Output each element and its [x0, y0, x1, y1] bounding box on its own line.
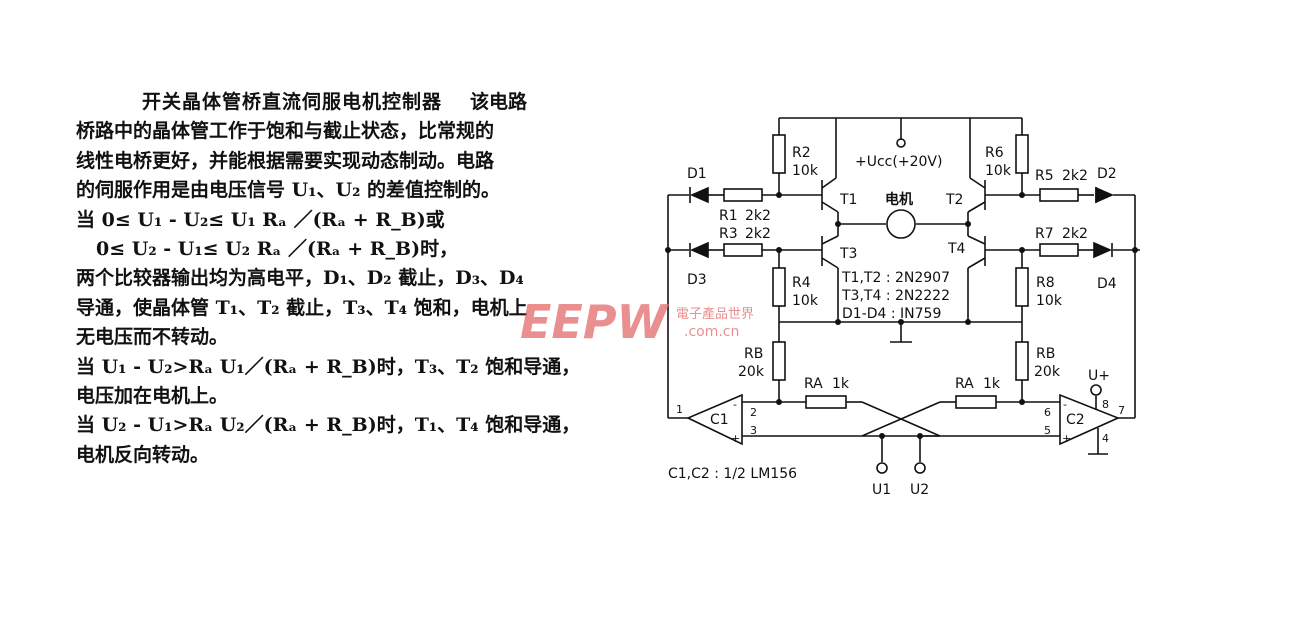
article-line: 两个比较器输出均为高电平，D₁、D₂ 截止，D₃、D₄: [76, 267, 524, 290]
diode-d3: [690, 241, 709, 259]
label-r5: R5: [1035, 168, 1054, 184]
watermark-url: .com.cn: [684, 324, 739, 340]
pin-labels: 1 2 3 - + 6 5 - + 8 7 4: [676, 398, 1125, 445]
pin-c2-minus: -: [1063, 398, 1067, 411]
circuit-wires: [667, 117, 1140, 474]
label-rb-left-value: 20k: [738, 364, 765, 380]
pin-c1-minus: -: [733, 398, 737, 411]
watermark-logo: EEPW: [520, 295, 670, 349]
label-d2: D2: [1097, 166, 1117, 182]
label-r1: R1: [719, 208, 738, 224]
label-r3-value: 2k2: [745, 226, 771, 242]
diode-d1: [690, 186, 709, 204]
label-d4: D4: [1097, 276, 1117, 292]
label-r7-value: 2k2: [1062, 226, 1088, 242]
article-line: 电机反向转动。: [76, 443, 210, 466]
label-r8-value: 10k: [1036, 293, 1063, 309]
label-supply: +Ucc(+20V): [855, 154, 942, 170]
watermark: EEPW 電子產品世界 .com.cn: [520, 295, 754, 349]
label-r1-value: 2k2: [745, 208, 771, 224]
label-r2-value: 10k: [792, 163, 819, 179]
article-line: 桥路中的晶体管工作于饱和与截止状态，比常规的: [76, 120, 495, 143]
label-r6-value: 10k: [985, 163, 1012, 179]
label-parts-2: T3,T4 : 2N2222: [841, 288, 950, 304]
label-r8: R8: [1036, 275, 1055, 291]
label-r3: R3: [719, 226, 738, 242]
label-r4: R4: [792, 275, 811, 291]
diodes: [689, 186, 1114, 259]
label-motor: 电机: [885, 191, 913, 208]
pin-3: 3: [750, 424, 757, 437]
label-r6: R6: [985, 145, 1004, 161]
label-r5-value: 2k2: [1062, 168, 1088, 184]
article-line: 线性电桥更好，并能根据需要实现动态制动。电路: [76, 149, 495, 172]
label-t2: T2: [945, 192, 963, 208]
pin-c2-plus: +: [1062, 432, 1071, 445]
label-uplus: U+: [1088, 368, 1110, 384]
diode-d2: [1095, 186, 1114, 204]
label-ra-left: RA: [804, 376, 823, 392]
article-title: 开关晶体管桥直流伺服电机控制器: [142, 91, 443, 113]
label-rb-right: RB: [1036, 346, 1055, 362]
article-line: 当 U₂ - U₁>Rₐ U₂／(Rₐ + R_B)时，T₁、T₄ 饱和导通，: [76, 414, 581, 437]
label-parts-1: T1,T2 : 2N2907: [841, 270, 950, 286]
pin-5: 5: [1044, 424, 1051, 437]
pin-8: 8: [1102, 398, 1109, 411]
label-comparators: C1,C2 : 1/2 LM156: [668, 466, 797, 482]
article-line: 无电压而不转动。: [76, 326, 229, 349]
label-d3: D3: [687, 272, 707, 288]
pin-7: 7: [1118, 404, 1125, 417]
circuit-labels: R2 10k R6 10k +Ucc(+20V) 电机 D1 D2 D3 D4 …: [668, 145, 1117, 498]
diode-d4: [1093, 241, 1112, 259]
pin-6: 6: [1044, 406, 1051, 419]
label-rb-left: RB: [744, 346, 763, 362]
label-ra-left-value: 1k: [832, 376, 850, 392]
label-c1: C1: [710, 412, 729, 428]
label-u2: U2: [910, 482, 929, 498]
label-u1: U1: [872, 482, 891, 498]
label-ra-right-value: 1k: [983, 376, 1001, 392]
article-line: 的伺服作用是由电压信号 U₁、U₂ 的差值控制的。: [76, 179, 501, 202]
article-line: 导通，使晶体管 T₁、T₂ 截止，T₃、T₄ 饱和，电机上: [76, 296, 528, 319]
pin-4: 4: [1102, 432, 1109, 445]
article-line: 电压加在电机上。: [76, 385, 229, 408]
pin-1: 1: [676, 403, 683, 416]
junctions: [665, 192, 1138, 439]
label-r4-value: 10k: [792, 293, 819, 309]
label-d1: D1: [687, 166, 707, 182]
article-line: 该电路: [470, 91, 528, 113]
label-t4: T4: [947, 241, 966, 257]
label-r7: R7: [1035, 226, 1054, 242]
pin-2: 2: [750, 406, 757, 419]
label-c2: C2: [1066, 412, 1085, 428]
article-line: 0≤ U₂ - U₁≤ U₂ Rₐ ／(Rₐ + R_B)时，: [96, 238, 459, 261]
label-t3: T3: [839, 246, 857, 262]
pin-c1-plus: +: [731, 432, 740, 445]
article-text: 开关晶体管桥直流伺服电机控制器 该电路 桥路中的晶体管工作于饱和与截止状态，比常规…: [76, 88, 636, 470]
label-rb-right-value: 20k: [1034, 364, 1061, 380]
label-ra-right: RA: [955, 376, 974, 392]
label-t1: T1: [839, 192, 857, 208]
label-r2: R2: [792, 145, 811, 161]
label-parts-3: D1-D4 : IN759: [842, 306, 941, 322]
article-line: 当 U₁ - U₂>Rₐ U₁／(Rₐ + R_B)时，T₃、T₂ 饱和导通，: [76, 355, 581, 378]
watermark-cn: 電子產品世界: [676, 306, 754, 322]
article-line: 当 0≤ U₁ - U₂≤ U₁ Rₐ ／(Rₐ + R_B)或: [76, 208, 445, 231]
article-line-title: 开关晶体管桥直流伺服电机控制器 该电路: [76, 88, 636, 117]
